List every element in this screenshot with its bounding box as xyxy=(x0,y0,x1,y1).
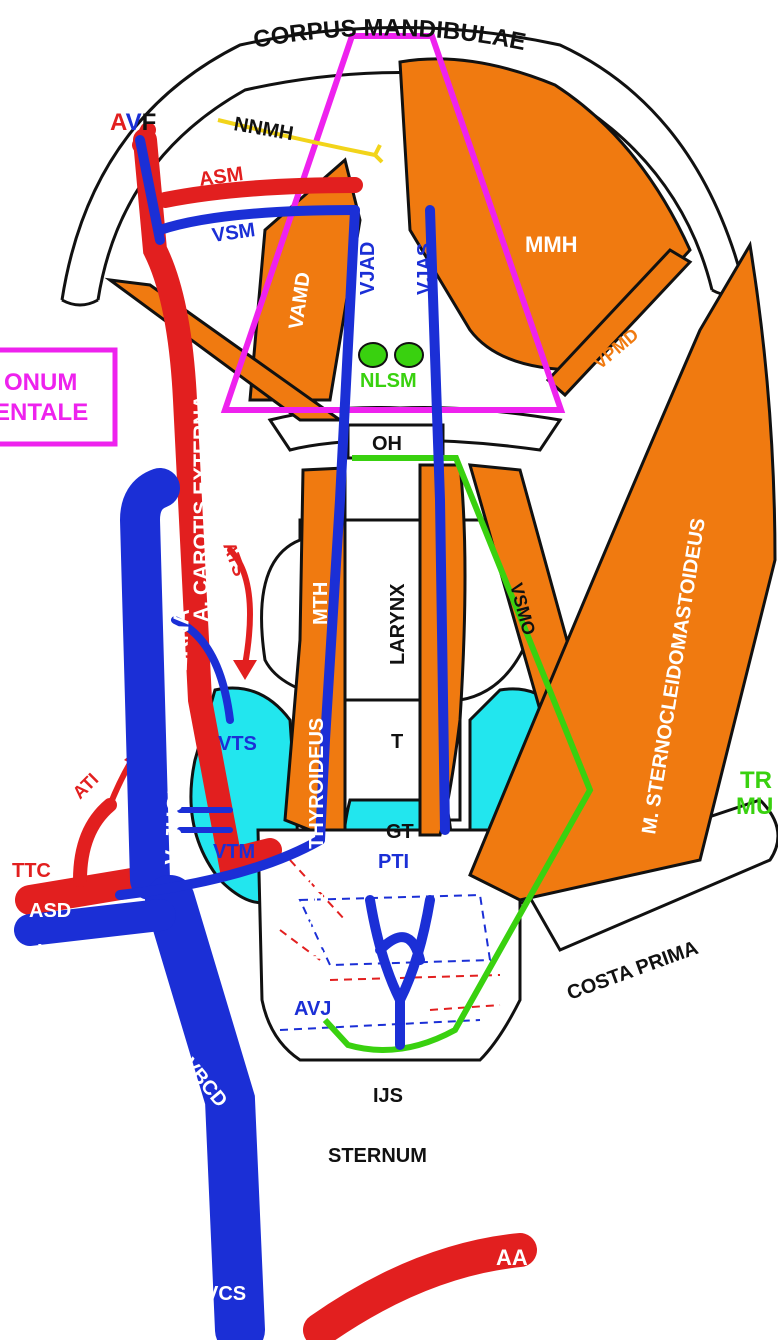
label-pti: PTI xyxy=(378,851,409,873)
label-ati: ATI xyxy=(69,769,103,803)
label-larynx: LARYNX xyxy=(387,583,409,665)
submental-lymph-nodes xyxy=(359,343,423,367)
internal-jugular-vein xyxy=(140,488,160,880)
label-mth: MTH xyxy=(310,582,332,625)
label-vtm: VTM xyxy=(213,841,255,863)
label-tr-line2: MU xyxy=(736,793,773,820)
label-vts: VTS xyxy=(218,733,257,755)
aortic-arch xyxy=(320,1250,520,1330)
label-ijs: IJS xyxy=(373,1085,403,1107)
label-vjas: VJAS xyxy=(414,243,436,295)
ats-arrowhead xyxy=(233,660,257,680)
thyrocervical-trunk xyxy=(80,805,110,880)
label-tr-line1: TR xyxy=(740,767,772,794)
label-v-jugularis-interna: V. JUGULARIS INTERNA xyxy=(160,608,194,865)
label-mmh: MMH xyxy=(525,232,578,257)
label-a-carotis-externa: A. CAROTIS EXTERNA xyxy=(190,394,213,622)
label-costa-prima: COSTA PRIMA xyxy=(564,937,701,1005)
label-trigonum-line2: ENTALE xyxy=(0,399,88,426)
label-aa: AA xyxy=(496,1245,528,1270)
label-vjad: VJAD xyxy=(357,242,379,295)
label-msh: MSH xyxy=(476,611,498,655)
label-oh: OH xyxy=(372,433,402,455)
label-asd: ASD xyxy=(29,900,71,922)
label-ttc: TTC xyxy=(12,860,51,882)
label-t: T xyxy=(391,731,403,753)
label-ats: ATS xyxy=(219,540,250,579)
label-avf: AVF xyxy=(110,109,156,136)
label-sternum: STERNUM xyxy=(328,1145,427,1167)
label-vcs: VCS xyxy=(205,1283,246,1305)
label-gt: GT xyxy=(386,821,414,843)
trigonum-label-box xyxy=(0,350,115,444)
label-nlsm: NLSM xyxy=(360,370,417,392)
label-vsd: VSD xyxy=(38,941,79,963)
label-avj: AVJ xyxy=(294,998,331,1020)
label-m-sternothyroideus: M. STERNOTHYROIDEUS xyxy=(306,718,328,960)
label-trigonum-line1: ONUM xyxy=(4,369,77,396)
